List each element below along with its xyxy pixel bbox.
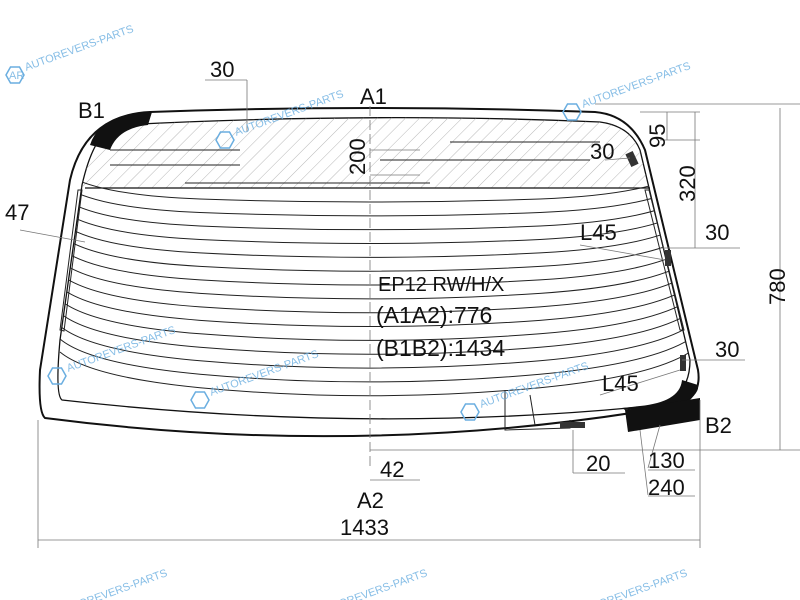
dim-30-lower: 30 bbox=[715, 337, 739, 362]
heating-line bbox=[59, 351, 690, 397]
heating-line bbox=[59, 221, 690, 258]
heating-line bbox=[59, 338, 690, 383]
watermark-text: AUTOREVERS-PARTS bbox=[23, 23, 135, 74]
black-print-b1 bbox=[90, 112, 152, 150]
heating-line bbox=[59, 260, 690, 300]
dim-95: 95 bbox=[645, 124, 670, 148]
bracket-upper: L45 bbox=[580, 220, 617, 245]
dim-320: 320 bbox=[675, 165, 700, 202]
heating-line bbox=[59, 247, 690, 286]
heating-line bbox=[59, 299, 690, 341]
heating-line bbox=[59, 234, 690, 272]
watermark-text: AUTOREVERS-PARTS bbox=[317, 567, 429, 600]
watermark-text: AUTOREVERS-PARTS bbox=[580, 60, 692, 111]
watermark-text: AUTOREVERS-PARTS bbox=[65, 324, 177, 375]
dim-47: 47 bbox=[5, 200, 29, 225]
dim-1433: 1433 bbox=[340, 515, 389, 540]
heating-line bbox=[59, 182, 690, 217]
diagonal-b: (B1B2):1434 bbox=[376, 335, 505, 361]
heating-line bbox=[59, 273, 690, 314]
dim-42: 42 bbox=[380, 457, 404, 482]
point-b1: B1 bbox=[78, 98, 105, 123]
heating-line bbox=[59, 169, 690, 203]
bracket-lower: L45 bbox=[602, 371, 639, 396]
dim-240: 240 bbox=[648, 475, 685, 500]
dim-20: 20 bbox=[586, 451, 610, 476]
dim-30-upper: 30 bbox=[705, 220, 729, 245]
dim-top-band: 30 bbox=[210, 57, 234, 82]
heating-line bbox=[59, 325, 690, 369]
dim-shade-band: 200 bbox=[345, 138, 370, 175]
dim-130: 130 bbox=[648, 448, 685, 473]
heating-line bbox=[59, 286, 690, 328]
watermark-logo: AR bbox=[9, 70, 24, 82]
watermark-text: AUTOREVERS-PARTS bbox=[208, 348, 320, 399]
watermark-text: AUTOREVERS-PARTS bbox=[478, 360, 590, 411]
dim-780: 780 bbox=[765, 268, 790, 305]
dimension-lines bbox=[19, 79, 800, 548]
point-b2: B2 bbox=[705, 413, 732, 438]
point-a1: A1 bbox=[360, 84, 387, 109]
watermark-text: AUTOREVERS-PARTS bbox=[577, 567, 689, 600]
heating-line bbox=[59, 312, 690, 355]
dim-top-right-offset: 30 bbox=[590, 139, 614, 164]
diagonal-a: (A1A2):776 bbox=[376, 302, 492, 328]
part-code: EP12 RW/H/X bbox=[378, 274, 504, 296]
heating-line bbox=[59, 208, 690, 245]
glass-outer-edge bbox=[38, 107, 700, 438]
point-a2: A2 bbox=[357, 488, 384, 513]
watermarks: AR AUTOREVERS-PARTS AUTOREVERS-PARTS AUT… bbox=[5, 23, 692, 600]
watermark-text: AUTOREVERS-PARTS bbox=[57, 567, 169, 600]
heating-line bbox=[59, 195, 690, 231]
